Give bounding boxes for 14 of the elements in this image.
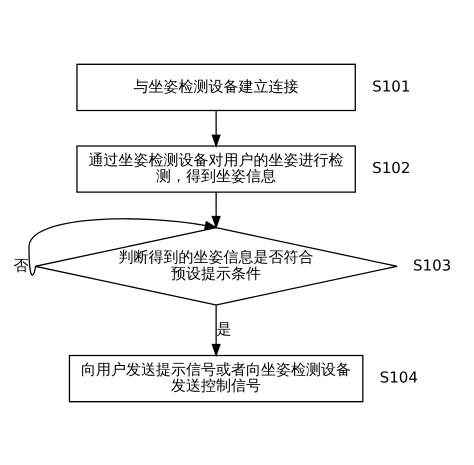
arrow <box>211 304 221 357</box>
node-box: 向用户发送提示信号或者向坐姿检测设备发送控制信号 <box>68 354 364 402</box>
node-label: S103 <box>412 256 452 274</box>
node-label: S102 <box>372 158 410 177</box>
node-label: S101 <box>372 76 410 95</box>
arrow <box>211 110 221 148</box>
arrow <box>211 192 221 229</box>
node-box: 与坐姿检测设备建立连接 <box>76 63 356 111</box>
edge-label: 否 <box>13 256 28 274</box>
node-box: 通过坐姿检测设备对用户的坐姿进行检测，得到坐姿信息 <box>76 144 356 192</box>
edge-label: 是 <box>216 320 232 338</box>
arrow <box>28 218 218 275</box>
node-diamond: 判断得到的坐姿信息是否符合预设提示条件 <box>34 226 398 306</box>
node-label: S104 <box>380 368 418 386</box>
